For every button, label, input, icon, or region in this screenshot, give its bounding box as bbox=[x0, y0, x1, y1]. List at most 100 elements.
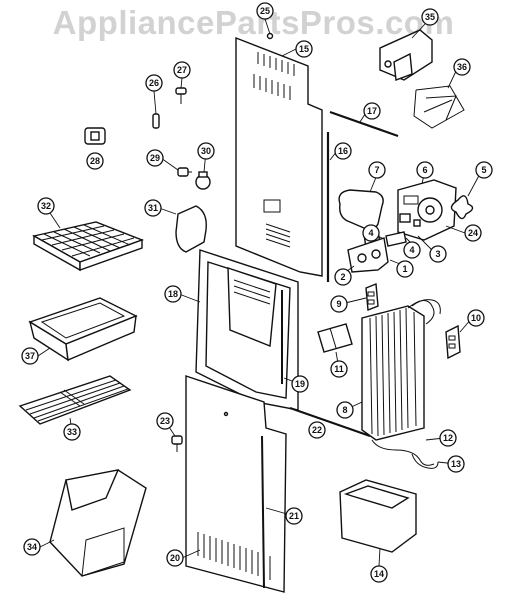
callout-37: 37 bbox=[21, 347, 39, 365]
callout-30: 30 bbox=[197, 142, 215, 160]
screw bbox=[175, 87, 187, 104]
drain-pan bbox=[339, 479, 417, 553]
upper-rear-panel bbox=[235, 32, 323, 277]
callout-number: 19 bbox=[295, 379, 305, 389]
callout-number: 7 bbox=[374, 165, 379, 175]
fan-blade bbox=[450, 195, 474, 220]
callout-15: 15 bbox=[295, 40, 313, 58]
callout-number: 26 bbox=[149, 78, 159, 88]
callout-12: 12 bbox=[439, 429, 457, 447]
callout-8: 8 bbox=[336, 401, 354, 419]
callout-number: 4 bbox=[409, 245, 414, 255]
callout-number: 11 bbox=[334, 364, 344, 374]
callout-21: 21 bbox=[285, 507, 303, 525]
callout-35: 35 bbox=[421, 8, 439, 26]
callout-5: 5 bbox=[475, 161, 493, 179]
callout-number: 14 bbox=[374, 569, 384, 579]
callout-number: 2 bbox=[340, 272, 345, 282]
callout-19: 19 bbox=[291, 375, 309, 393]
lower-rear-panel bbox=[185, 375, 287, 593]
defrost-bracket bbox=[445, 324, 461, 360]
callout-22: 22 bbox=[308, 421, 326, 439]
lower-cross-strip bbox=[289, 407, 371, 437]
callout-number: 30 bbox=[201, 146, 211, 156]
callout-25: 25 bbox=[256, 2, 274, 20]
callout-number: 3 bbox=[435, 249, 440, 259]
callout-36: 36 bbox=[453, 58, 471, 76]
callout-number: 6 bbox=[422, 165, 427, 175]
callout-number: 33 bbox=[67, 427, 77, 437]
callout-31: 31 bbox=[144, 199, 162, 217]
bracket bbox=[379, 29, 433, 81]
callout-number: 37 bbox=[25, 351, 35, 361]
callout-23: 23 bbox=[156, 412, 174, 430]
callout-number: 9 bbox=[336, 299, 341, 309]
callout-number: 21 bbox=[289, 511, 299, 521]
callout-32: 32 bbox=[37, 197, 55, 215]
callout-number: 15 bbox=[299, 44, 309, 54]
ice-bucket bbox=[49, 469, 147, 577]
callout-number: 5 bbox=[481, 165, 486, 175]
callout-28: 28 bbox=[86, 152, 104, 170]
callout-34: 34 bbox=[23, 538, 41, 556]
light-cover bbox=[175, 205, 207, 253]
callout-number: 1 bbox=[402, 264, 407, 274]
callout-number: 32 bbox=[41, 201, 51, 211]
callout-number: 23 bbox=[160, 416, 170, 426]
callout-number: 4 bbox=[368, 228, 373, 238]
callout-number: 13 bbox=[451, 459, 461, 469]
evaporator-coil bbox=[361, 299, 441, 441]
callout-29: 29 bbox=[146, 149, 164, 167]
callout-14: 14 bbox=[370, 565, 388, 583]
callout-3: 3 bbox=[429, 245, 447, 263]
watermark: AppliancePartsPros.com bbox=[52, 4, 455, 41]
callout-33: 33 bbox=[63, 423, 81, 441]
wire-frame bbox=[413, 85, 465, 129]
callout-number: 36 bbox=[457, 62, 467, 72]
callout-16: 16 bbox=[334, 142, 352, 160]
switch-bracket bbox=[365, 283, 379, 311]
lower-seal-strip bbox=[261, 435, 265, 589]
callout-27: 27 bbox=[173, 61, 191, 79]
bulb-holder bbox=[177, 167, 192, 177]
callout-7: 7 bbox=[368, 161, 386, 179]
shelf-bracket-screw bbox=[171, 435, 183, 452]
terminal-block bbox=[317, 323, 353, 353]
callout-number: 16 bbox=[338, 146, 348, 156]
callout-number: 20 bbox=[170, 553, 180, 563]
light-bulb bbox=[195, 171, 211, 190]
callout-number: 27 bbox=[177, 65, 187, 75]
callout-10: 10 bbox=[467, 309, 485, 327]
cover-plate bbox=[338, 189, 384, 231]
callout-number: 28 bbox=[90, 156, 100, 166]
callout-number: 31 bbox=[148, 203, 158, 213]
callout-2: 2 bbox=[334, 268, 352, 286]
callout-number: 29 bbox=[150, 153, 160, 163]
callout-number: 24 bbox=[468, 228, 478, 238]
callout-18: 18 bbox=[164, 285, 182, 303]
callout-1: 1 bbox=[396, 260, 414, 278]
wire-shelf bbox=[18, 375, 132, 425]
callout-number: 10 bbox=[471, 313, 481, 323]
callout-number: 18 bbox=[168, 289, 178, 299]
callout-number: 34 bbox=[27, 542, 37, 552]
callout-4: 4 bbox=[403, 241, 421, 259]
callout-13: 13 bbox=[447, 455, 465, 473]
clip bbox=[399, 213, 411, 223]
callout-number: 25 bbox=[260, 6, 270, 16]
callout-24: 24 bbox=[464, 224, 482, 242]
callout-number: 17 bbox=[367, 106, 377, 116]
cam bbox=[152, 113, 160, 129]
evaporator-cover bbox=[195, 249, 299, 411]
light-socket bbox=[84, 127, 106, 145]
clip bbox=[413, 219, 421, 227]
callout-17: 17 bbox=[363, 102, 381, 120]
ice-bin bbox=[28, 297, 138, 362]
top-seal-strip bbox=[329, 110, 399, 138]
thermostat-mount bbox=[347, 237, 389, 273]
callout-4: 4 bbox=[362, 224, 380, 242]
callout-20: 20 bbox=[166, 549, 184, 567]
callout-number: 35 bbox=[425, 12, 435, 22]
callout-6: 6 bbox=[416, 161, 434, 179]
